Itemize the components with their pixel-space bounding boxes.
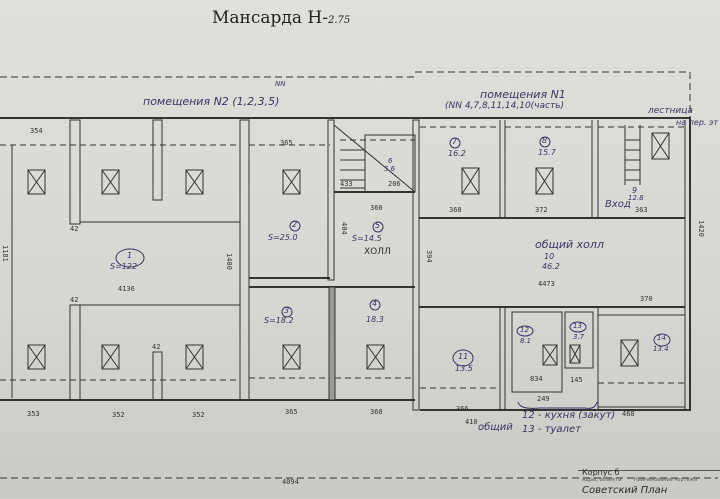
- dim-365-top: 365: [280, 139, 293, 147]
- room-11-number: 11: [458, 352, 469, 361]
- room-10-area: 46.2: [542, 262, 560, 271]
- column-2: [69, 304, 81, 401]
- stairs-left: [340, 149, 365, 189]
- dim-360-bottom: 360: [370, 408, 383, 416]
- dim-372: 372: [535, 206, 548, 214]
- room-6-number: 6: [388, 157, 393, 165]
- room-9-area: 12.8: [628, 194, 644, 202]
- room-8-number: 8: [542, 136, 548, 145]
- brace: [517, 401, 598, 409]
- room-12-area: 8.1: [520, 337, 532, 345]
- dim-404: 404: [340, 222, 348, 235]
- room-7-area: 16.2: [448, 149, 466, 158]
- dim-468: 468: [622, 410, 635, 418]
- page-title: Мансарда Н-2.75: [212, 8, 351, 28]
- room-9-number: 9: [632, 186, 638, 195]
- dim-354: 354: [30, 127, 43, 135]
- dim-365-bottom: 365: [285, 408, 298, 416]
- dim-410: 410: [465, 418, 478, 426]
- room-5-area: S=14.5: [352, 234, 382, 243]
- dim-394: 394: [425, 250, 433, 263]
- stamp-line-2: Адрес объекта: [582, 477, 622, 483]
- dim-145: 145: [570, 376, 583, 384]
- room-11-area: 13.5: [455, 364, 473, 373]
- room-4-number: 4: [372, 299, 378, 308]
- wall-center: [239, 119, 250, 401]
- wall-2: [327, 119, 335, 281]
- group-left-label: помещения N2 (1,2,3,5): [143, 95, 280, 108]
- dim-363: 363: [635, 206, 648, 214]
- room-8-area: 15.7: [538, 148, 556, 157]
- group-right-label: помещения N1: [480, 88, 566, 101]
- room-10-number: 10: [544, 252, 555, 261]
- entrance-label: Вход: [605, 199, 631, 210]
- dim-352a: 352: [112, 411, 125, 419]
- wall-hatched: [328, 286, 336, 401]
- dim-433: 433: [340, 180, 353, 188]
- room-2-area: S=25.0: [268, 233, 298, 242]
- dim-1400: 1400: [225, 253, 233, 270]
- stairs-right: [624, 125, 641, 185]
- dim-366: 366: [456, 405, 469, 413]
- room-14-area: 13.4: [653, 345, 669, 353]
- room-13-number: 13: [573, 322, 582, 330]
- stairs-note-1: лестница: [648, 106, 693, 116]
- room-3-area: S=18.2: [264, 316, 294, 325]
- hall-5-label: ХОЛЛ: [364, 247, 391, 257]
- column-1: [69, 119, 81, 225]
- dim-249: 249: [537, 395, 550, 403]
- room-5-number: 5: [375, 221, 381, 230]
- legend-item-13: 13 - туалет: [522, 424, 581, 435]
- room-2-number: 2: [292, 220, 298, 229]
- stamp-line-1: Корпус б: [582, 468, 620, 477]
- dim-1420: 1420: [697, 220, 705, 237]
- room-3-number: 3: [284, 306, 290, 315]
- room-12-number: 12: [520, 326, 529, 334]
- dim-360-hall: 360: [370, 204, 383, 212]
- dim-206: 206: [388, 180, 401, 188]
- outer-wall-right-block: [415, 117, 691, 411]
- dim-352b: 352: [192, 411, 205, 419]
- room-14-number: 14: [657, 334, 666, 342]
- roof-outline-dashed: [0, 71, 718, 479]
- group-left-nn: NN: [275, 80, 286, 88]
- common-hall-label: общий холл: [535, 238, 604, 251]
- skylights: [27, 132, 670, 370]
- dim-834: 834: [530, 375, 543, 383]
- room-4-area: 18.3: [366, 315, 384, 324]
- legend-bracket-label: общий: [478, 422, 513, 433]
- room-13-area: 3.7: [573, 333, 585, 341]
- stamp-line-4: Советский План: [582, 485, 668, 496]
- dim-42a: 42: [70, 225, 79, 233]
- dim-4094: 4094: [282, 478, 299, 486]
- group-right-sub: (NN 4,7,8,11,14,10(часть): [445, 101, 565, 111]
- dim-370: 370: [640, 295, 653, 303]
- dim-42c: 42: [152, 343, 161, 351]
- legend-item-12: 12 - кухня (закут): [522, 410, 616, 421]
- stamp-line-3: Наименование чертежа: [634, 477, 698, 483]
- dim-1181: 1181: [1, 245, 9, 262]
- room-7-number: 7: [452, 137, 458, 146]
- room-1-number: 1: [127, 251, 133, 260]
- room-1-area: S=122: [110, 262, 138, 271]
- column-4: [152, 351, 163, 401]
- dim-42b: 42: [70, 296, 79, 304]
- dim-368: 368: [449, 206, 462, 214]
- column-3: [152, 119, 163, 201]
- title-block-stamp: Корпус б Адрес объекта Наименование черт…: [578, 468, 720, 499]
- room-6-area: 5.6: [384, 165, 396, 173]
- stairs-note-2: на пер. эт: [676, 118, 719, 127]
- dim-4136: 4136: [118, 285, 135, 293]
- dim-353: 353: [27, 410, 40, 418]
- outer-wall-left-block: [0, 117, 415, 401]
- dim-4473: 4473: [538, 280, 555, 288]
